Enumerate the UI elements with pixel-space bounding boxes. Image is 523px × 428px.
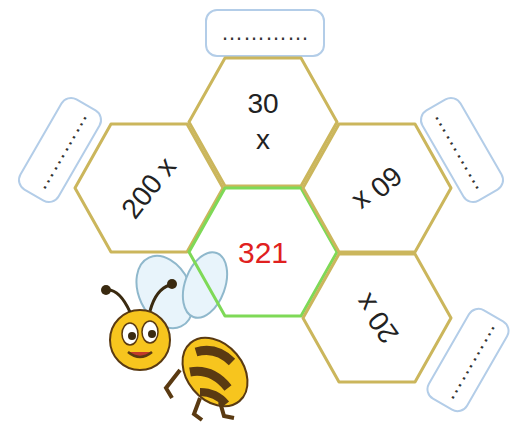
answer-blank: …………	[26, 105, 95, 196]
multiplication-term: 321	[238, 233, 288, 272]
answer-blank: …………	[428, 105, 497, 196]
hexagon-outline	[187, 56, 339, 188]
answer-box: …………	[14, 93, 107, 208]
hexagon-outline	[303, 124, 451, 252]
answer-box: …………	[205, 9, 325, 57]
multiplication-term: 200 x	[114, 150, 185, 226]
bee	[101, 246, 261, 420]
honeycomb-cell: 20 x	[301, 252, 453, 384]
honeycomb-cell: 60 x	[301, 122, 453, 254]
answer-box: …………	[422, 303, 514, 416]
multiplication-term: 30 x	[239, 86, 287, 159]
answer-blank: …………	[221, 19, 309, 48]
multiplication-term: 60 x	[345, 157, 409, 219]
multiplication-term: 20 x	[347, 286, 407, 350]
honeycomb-cell: 200 x	[73, 122, 225, 254]
hexagon-outline	[303, 254, 451, 382]
honeycomb-cell: 30 x	[187, 56, 339, 188]
honeycomb-cell: 321	[187, 186, 339, 318]
